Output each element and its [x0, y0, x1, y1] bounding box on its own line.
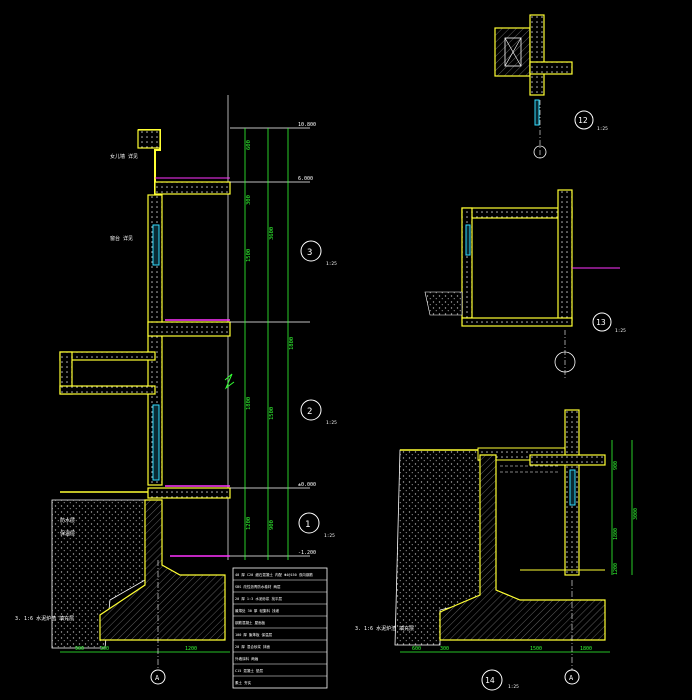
- legend-row: 20 厚 混合砂浆 抹面: [235, 644, 271, 649]
- level-marker-3-scale: 1:25: [326, 261, 337, 267]
- legend-row: 40 厚 C20 细石混凝土 内配 Φ4@150 双向钢筋: [235, 572, 313, 577]
- note-insulation: 保温层: [60, 530, 75, 537]
- dim-text: 1500: [530, 646, 542, 652]
- detail-13: 13 1:25: [424, 189, 626, 380]
- dim-text: 600: [246, 140, 252, 150]
- dim-text: 900: [613, 461, 619, 470]
- detail-13-scale: 1:25: [615, 328, 626, 334]
- main-notes: 女儿墙 详见 窗台 详见 3. 1:6 水泥炉渣 填充层 防水层 保温层: [15, 153, 138, 622]
- detail-13-bottom-slab: [461, 317, 573, 327]
- detail-14: 600 300 1500 1800 900 1800 3000 1200 A 1…: [355, 409, 639, 691]
- legend-row: SBS 改性沥青防水卷材 两层: [235, 584, 281, 589]
- level-marker-2-label: 2: [307, 407, 312, 417]
- note-window-sill: 窗台 详见: [110, 235, 133, 242]
- canopy-slab: [59, 351, 156, 361]
- ground-slab: [147, 487, 231, 499]
- dim-text: 600: [412, 646, 421, 652]
- detail-12-bubble: [574, 110, 594, 130]
- main-bottom-dims: 900 300 1200 A: [60, 560, 230, 685]
- detail-12-scale: 1:25: [597, 126, 608, 132]
- level-marker-3: [300, 240, 322, 262]
- level-marker-2: [300, 399, 322, 421]
- dim-text: 1200: [613, 563, 619, 575]
- dim-text: 1800: [246, 397, 252, 410]
- legend-table: 40 厚 C20 细石混凝土 内配 Φ4@150 双向钢筋 SBS 改性沥青防水…: [232, 567, 328, 689]
- dim-text: 1800: [580, 646, 592, 652]
- dim-text: 1800: [289, 337, 295, 350]
- break-mark: [224, 373, 235, 390]
- dim-text: 1500: [246, 249, 252, 262]
- lower-window: [152, 404, 160, 481]
- foundation: [99, 499, 226, 641]
- level-marker-2-scale: 1:25: [326, 420, 337, 426]
- detail-12-lintel: [494, 27, 531, 77]
- detail-12: 12 1:25: [494, 14, 608, 160]
- axis-label-a: A: [155, 674, 160, 682]
- elev-mid: 6.000: [298, 176, 313, 182]
- elevation-labels: 10.800 6.000 ±0.000 -1.200: [298, 122, 316, 556]
- level-marker-1-scale: 1:25: [324, 533, 335, 539]
- detail-14-foundation: [439, 454, 606, 641]
- note-waterproof: 防水层: [60, 517, 75, 524]
- elev-ground: ±0.000: [298, 482, 316, 488]
- note-parapet: 女儿墙 详见: [110, 153, 138, 160]
- detail-12-number: 12: [578, 116, 588, 125]
- detail-13-right-wall: [557, 189, 573, 321]
- note-right-bottom: 3. 1:6 水泥炉渣 填充层: [355, 625, 414, 632]
- detail-13-top-slab: [461, 207, 573, 219]
- legend-row: 素土 夯实: [235, 680, 252, 685]
- detail-14-scale: 1:25: [508, 684, 519, 690]
- parapet-cap: [137, 129, 161, 149]
- elev-top: 10.800: [298, 122, 316, 128]
- level-marker-1-label: 1: [305, 520, 310, 530]
- dim-text: 1200: [185, 646, 197, 652]
- detail-13-number: 13: [596, 318, 606, 327]
- legend-row: 最薄处 30 厚 轻集料 找坡: [235, 608, 280, 613]
- dim-text: 3000: [633, 508, 639, 520]
- upper-window: [152, 224, 160, 266]
- dim-text: 900: [269, 520, 275, 530]
- detail-13-bubble: [592, 312, 612, 332]
- floor-slab-2: [147, 321, 231, 337]
- detail-14-number: 14: [485, 676, 495, 685]
- dim-text: 1500: [269, 407, 275, 420]
- dim-text: 1800: [613, 528, 619, 540]
- dim-text: 300: [246, 195, 252, 205]
- legend-row: 20 厚 1:3 水泥砂浆 找平层: [235, 596, 282, 601]
- canopy-bottom: [59, 385, 156, 395]
- axis-bubble-a: [150, 669, 166, 685]
- legend-row: 外墙涂料 两遍: [235, 656, 259, 661]
- legend-row: 钢筋混凝土 屋面板: [235, 620, 266, 625]
- level-marker-1: [298, 512, 320, 534]
- main-dim-texts: 600 300 1500 1800 3600 1500 1800 1200 90…: [246, 140, 295, 530]
- legend-row: 100 厚 聚苯板 保温层: [235, 632, 273, 637]
- dim-text: 3600: [269, 227, 275, 240]
- dim-text: 300: [100, 646, 109, 652]
- legend-row: C15 混凝土 垫层: [235, 668, 264, 673]
- detail-12-wall: [529, 14, 545, 96]
- roof-slab: [154, 181, 231, 195]
- detail-14-bubble: [481, 669, 503, 691]
- dim-text: 300: [440, 646, 449, 652]
- elevation-ticks: [230, 127, 310, 557]
- note-left-bottom: 3. 1:6 水泥炉渣 填充层: [15, 615, 74, 622]
- dim-text: 900: [75, 646, 84, 652]
- main-wall-section: [51, 95, 310, 649]
- level-marker-3-label: 3: [307, 248, 312, 258]
- detail-14-axis-label: A: [569, 674, 574, 682]
- detail-12-slab: [529, 61, 573, 75]
- elev-base: -1.200: [298, 550, 316, 556]
- level-markers: 3 1:25 2 1:25 1 1:25: [298, 240, 337, 539]
- dim-text: 1200: [246, 517, 252, 530]
